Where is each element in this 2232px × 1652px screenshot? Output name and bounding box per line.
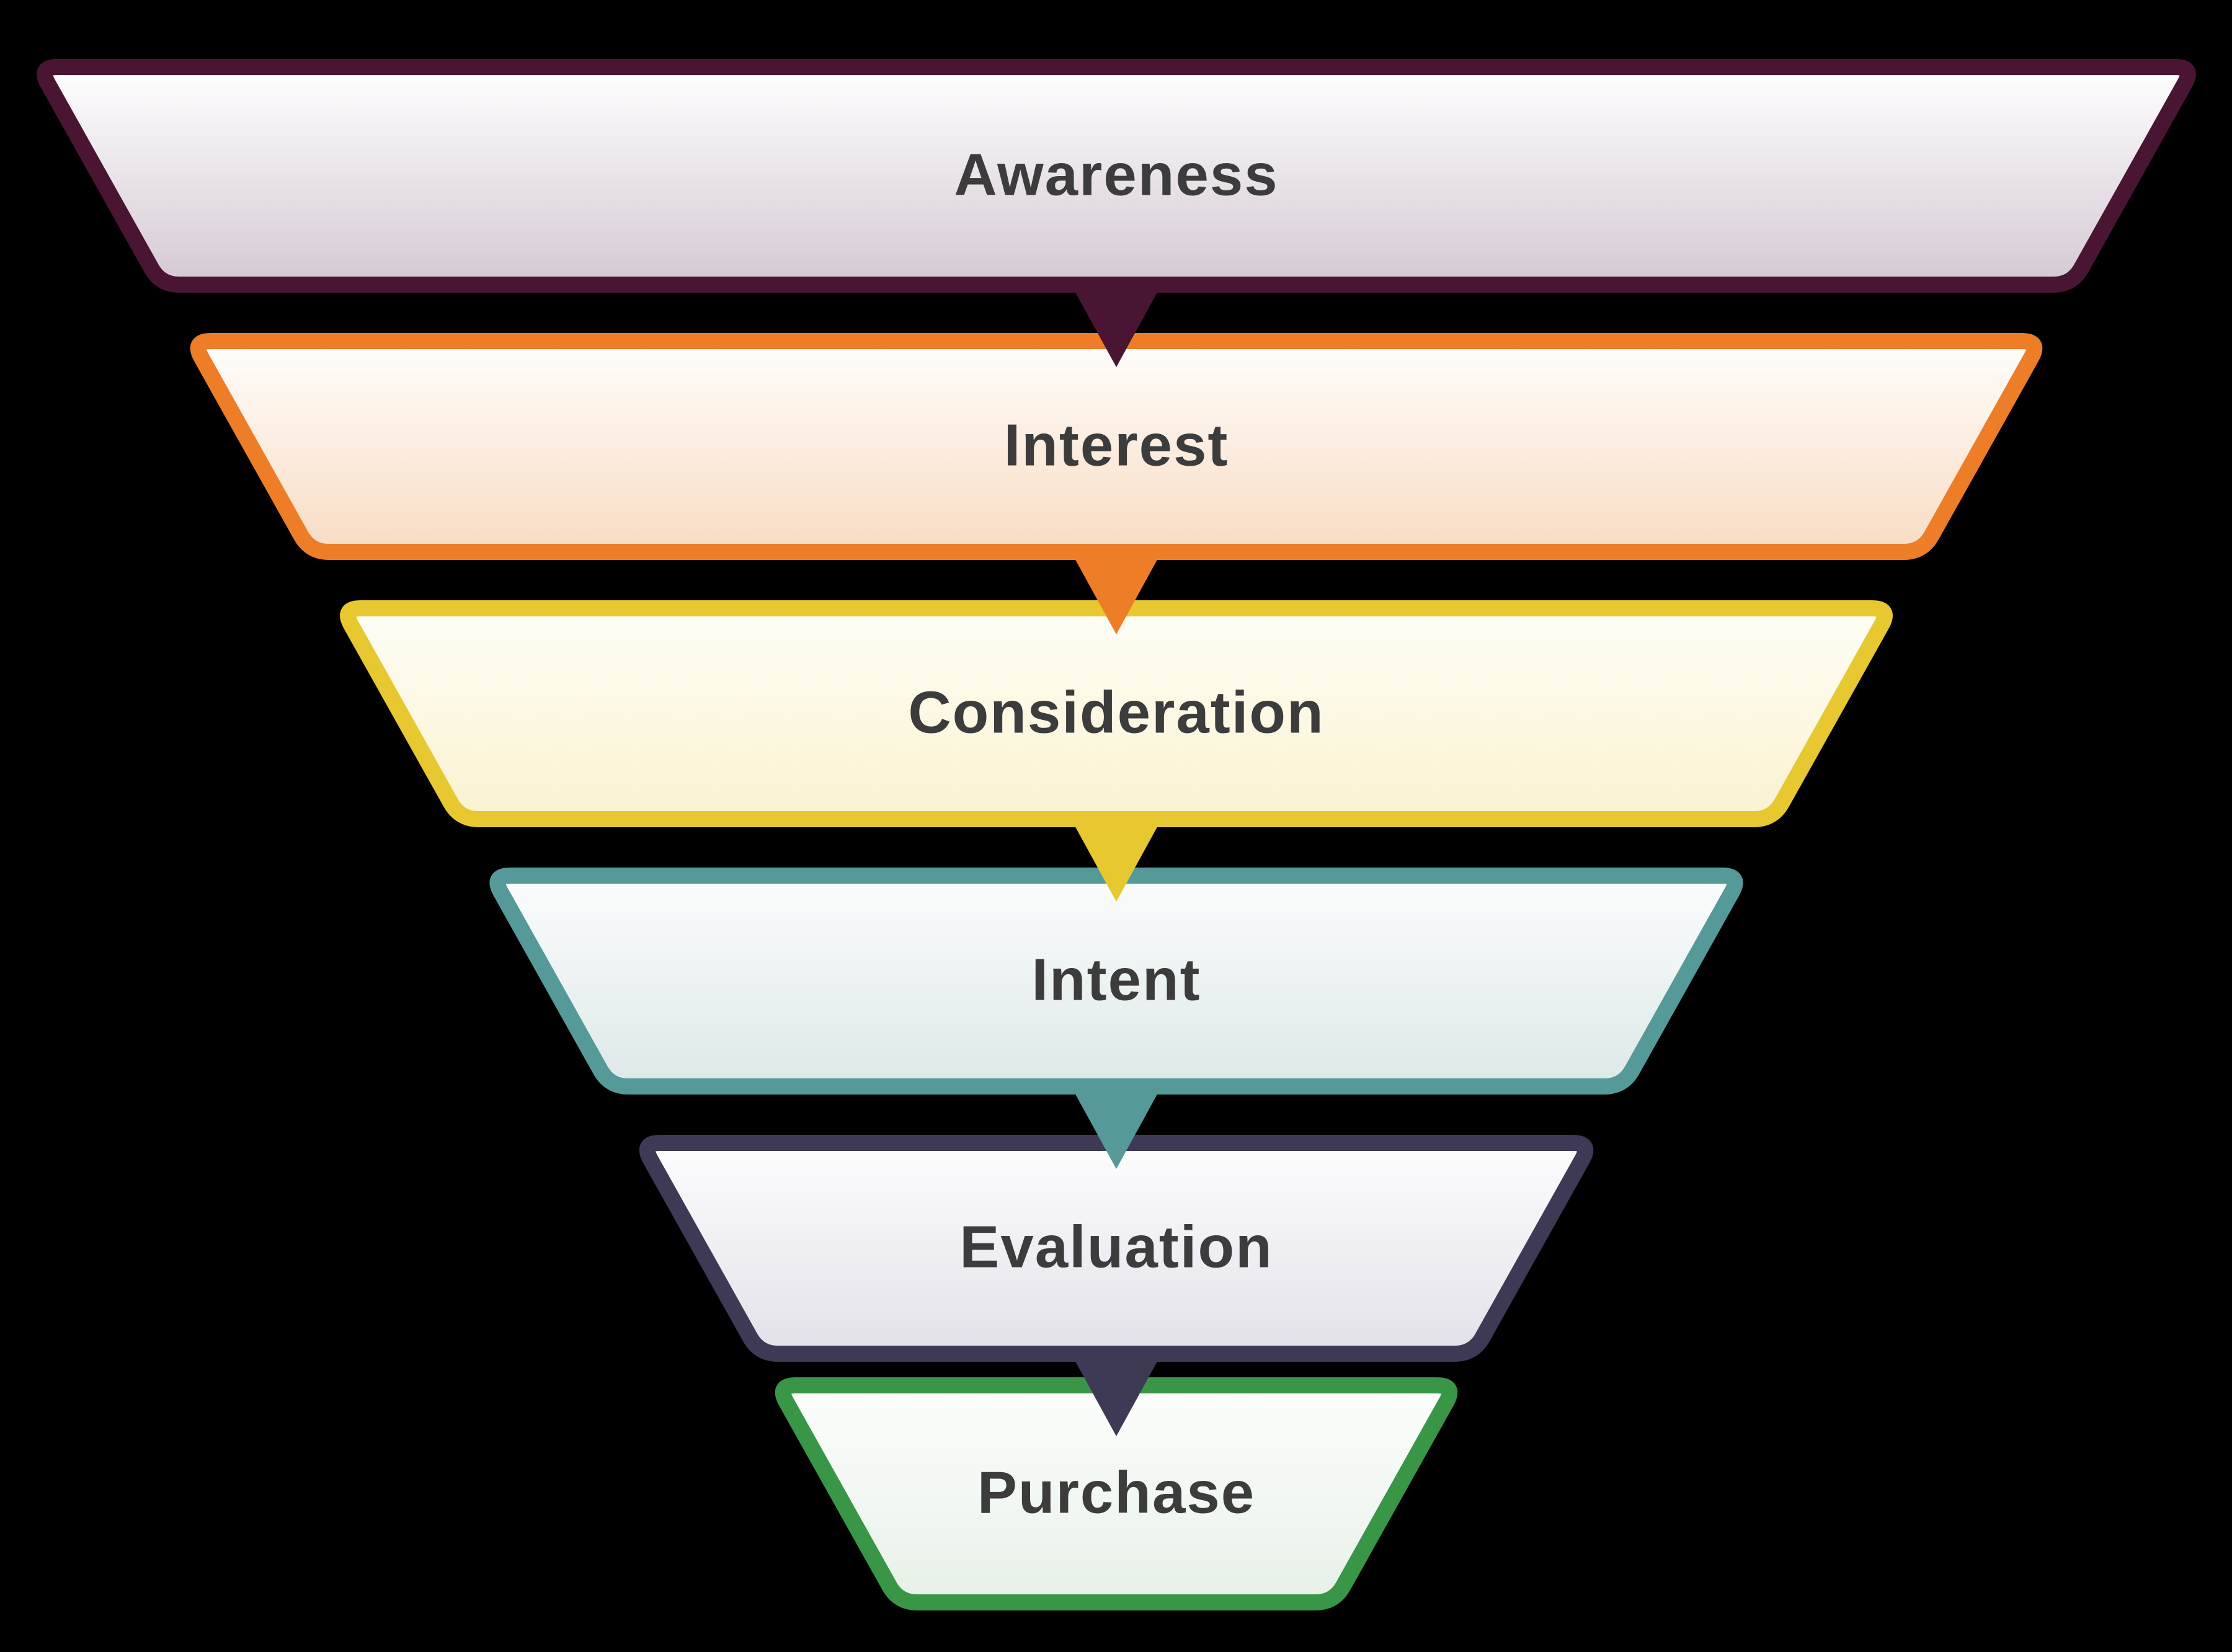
- stage-label: Evaluation: [959, 1214, 1273, 1281]
- arrow-down-icon: [1067, 1078, 1166, 1169]
- stage-shape-evaluation: [639, 1135, 1594, 1362]
- stage-shape-purchase: [775, 1377, 1458, 1610]
- arrow-down-icon: [1067, 277, 1166, 367]
- arrow-down-icon: [1067, 544, 1166, 634]
- arrow-down-icon: [1067, 1346, 1166, 1436]
- stage-shape-intent: [489, 868, 1743, 1095]
- stage-label: Awareness: [954, 142, 1278, 208]
- stage-shape-awareness: [37, 59, 2196, 293]
- stage-label: Intent: [1031, 947, 1201, 1013]
- arrow-down-icon: [1067, 811, 1166, 902]
- stage-label: Purchase: [977, 1460, 1255, 1526]
- funnel-bands-layer: [37, 59, 2196, 1610]
- funnel-labels-layer: AwarenessInterestConsiderationIntentEval…: [908, 142, 1324, 1526]
- stage-shape-interest: [190, 333, 2043, 560]
- stage-shape-consideration: [340, 600, 1893, 827]
- stage-label: Consideration: [908, 680, 1324, 746]
- funnel-arrows-layer: [1067, 277, 1166, 1436]
- stage-label: Interest: [1004, 412, 1229, 479]
